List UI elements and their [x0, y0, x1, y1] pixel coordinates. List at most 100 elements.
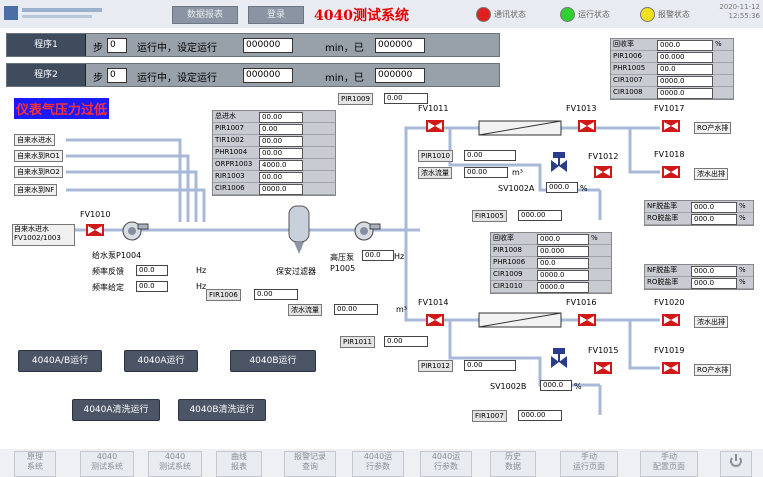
fv1015-label: FV1015	[588, 346, 619, 355]
row-value: 000.0	[691, 214, 737, 225]
fv1011-valve-icon[interactable]	[426, 120, 444, 132]
inlet-box-line1: 自来水进水	[14, 225, 49, 233]
nav-alarm-query[interactable]: 报警记录查询	[284, 451, 336, 477]
conc-flow-1-tag: 浓水流量	[418, 167, 452, 179]
fir1007-value: 000.00	[518, 410, 562, 421]
fv1013-valve-icon[interactable]	[578, 120, 596, 132]
login-button[interactable]: 登录	[248, 6, 304, 24]
row-value: 00.000	[537, 246, 589, 257]
exit-icon	[730, 454, 742, 467]
nav-trend-line2: 报表	[231, 462, 247, 471]
high-pressure-pump-icon[interactable]	[352, 220, 382, 242]
fv1016-valve-icon[interactable]	[578, 314, 596, 326]
row-unit: %	[715, 40, 722, 48]
program-1-set-time[interactable]: 000000	[243, 38, 293, 53]
row-value: 0000.0	[657, 88, 713, 99]
pir1010-value: 0.00	[464, 150, 516, 161]
row-value: 000.0	[691, 278, 737, 289]
nav-run-params-2[interactable]: 4040运行参数	[420, 451, 472, 477]
fir1006-value: 0.00	[254, 289, 298, 300]
sv1002b-value[interactable]: 000.0	[540, 380, 572, 391]
fv1019-valve-icon[interactable]	[662, 362, 680, 374]
run-4040ab-button[interactable]: 4040A/B运行	[18, 350, 102, 372]
program-1-status: 运行中，设定运行	[137, 43, 217, 54]
nav-manual-config[interactable]: 手动配置页面	[640, 451, 698, 477]
row-label: RIR1003	[215, 172, 245, 180]
fv1020-label: FV1020	[654, 298, 685, 307]
program-2-button[interactable]: 程序2	[7, 64, 86, 86]
fv1018-valve-icon[interactable]	[662, 166, 680, 178]
nav-overview[interactable]: 原理系统	[14, 451, 56, 477]
run-4040a-clean-button[interactable]: 4040A清洗运行	[72, 399, 160, 421]
program-2-set-time[interactable]: 000000	[243, 68, 293, 83]
fv1012-label: FV1012	[588, 152, 619, 161]
fv1012-valve-icon[interactable]	[594, 166, 612, 178]
row-label: 总进水	[215, 112, 236, 120]
fv1010-valve-icon[interactable]	[86, 224, 104, 236]
fv1010-label: FV1010	[80, 210, 111, 219]
run-4040a-button[interactable]: 4040A运行	[124, 350, 198, 372]
row-label: PHR1005	[613, 64, 646, 72]
row-unit: %	[739, 214, 746, 222]
conc-flow-1-value: 00.00	[464, 167, 508, 178]
row-value: 00.00	[259, 112, 303, 123]
pir1009-value: 0.00	[384, 93, 428, 104]
sv1002a-unit: %	[580, 184, 588, 193]
fv1018-label: FV1018	[654, 150, 685, 159]
inlet-box: 自来水进水 FV1002/1003	[12, 224, 75, 246]
nav-trend-line1: 曲线	[231, 452, 247, 461]
report-button[interactable]: 数据报表	[172, 6, 238, 24]
inlet-tap-to-ro2: 自来水到RO2	[14, 166, 63, 178]
row-value: 00.000	[657, 52, 713, 63]
nav-manual-run[interactable]: 手动运行页面	[560, 451, 618, 477]
run-4040b-button[interactable]: 4040B运行	[230, 350, 316, 372]
row-value: 000.0	[691, 202, 737, 213]
pump1-freq-set-value[interactable]: 00.0	[136, 281, 168, 292]
pump2-name: 高压泵	[330, 253, 354, 262]
sv1002b-valve-icon[interactable]	[550, 346, 568, 370]
row-label: 回收率	[613, 40, 634, 48]
nav-params2-line2: 行参数	[434, 462, 458, 471]
row-value: 0000.0	[657, 76, 713, 87]
program-2-elapsed: 000000	[375, 68, 425, 83]
row-label: CIR1006	[215, 184, 245, 192]
nav-run-params-1[interactable]: 4040运行参数	[352, 451, 404, 477]
sv1002a-value[interactable]: 000.0	[546, 182, 578, 193]
fv1020-valve-icon[interactable]	[662, 314, 680, 326]
row-label: NF脱盐率	[647, 266, 678, 274]
program-1-button[interactable]: 程序1	[7, 34, 86, 56]
nav-test1-line2: 测试系统	[91, 462, 123, 471]
fv1017-valve-icon[interactable]	[662, 120, 680, 132]
nav-exit[interactable]	[720, 451, 752, 477]
fv1014-valve-icon[interactable]	[426, 314, 444, 326]
fv1015-valve-icon[interactable]	[594, 362, 612, 374]
row-label: NF脱盐率	[647, 202, 678, 210]
nav-manual-config-line1: 手动	[661, 452, 677, 461]
feed-pump-icon[interactable]	[120, 220, 150, 242]
outlet-ro-permeate-2: RO产水排	[694, 364, 732, 376]
conc-flow-1-unit: m³	[512, 168, 523, 177]
row-value: 0000.0	[537, 282, 589, 293]
sv1002a-valve-icon[interactable]	[550, 150, 568, 174]
nav-trend-report[interactable]: 曲线报表	[216, 451, 262, 477]
run-status-lamp-icon	[560, 7, 575, 22]
run-4040b-clean-button[interactable]: 4040B清洗运行	[178, 399, 266, 421]
row-label: RO脱盐率	[647, 214, 679, 222]
alarm-status-label: 报警状态	[658, 10, 690, 19]
nav-history-line1: 历史	[505, 452, 521, 461]
alarm-status-lamp-icon	[640, 7, 655, 22]
nav-history-data[interactable]: 历史数据	[490, 451, 536, 477]
